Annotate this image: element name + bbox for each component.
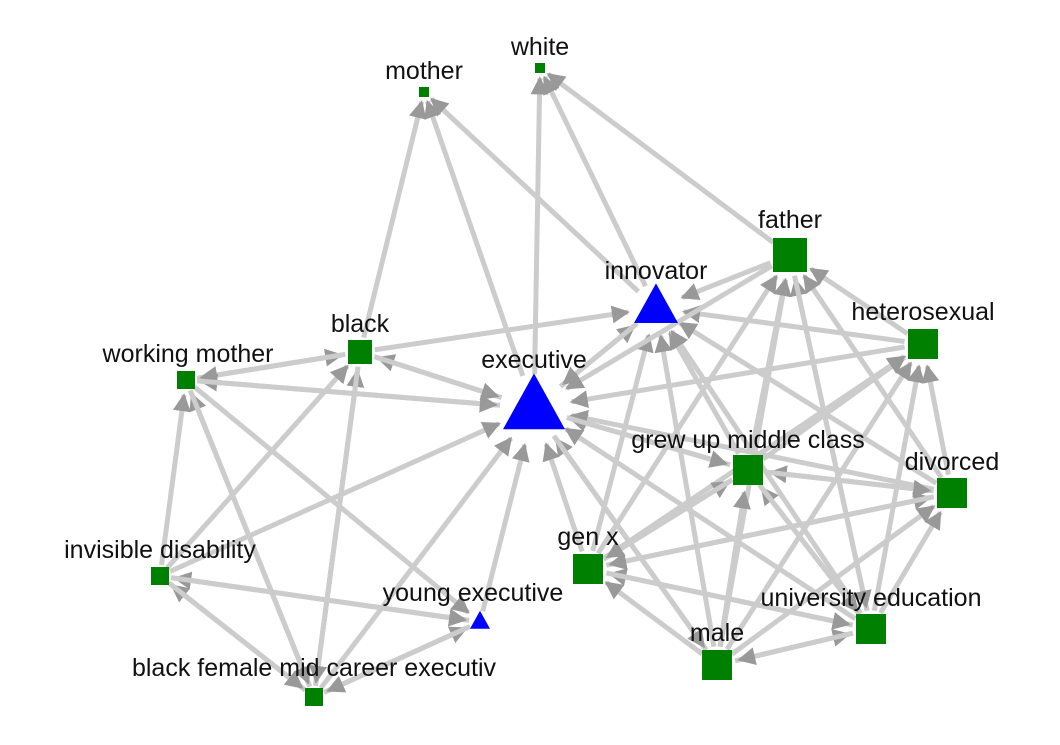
edge-grew-up-middle-class-to-university-education bbox=[757, 483, 860, 613]
edge-invisible-disability-to-working-mother bbox=[159, 393, 191, 566]
edge-male-to-heterosexual bbox=[724, 361, 913, 651]
edge-executive-to-white bbox=[530, 76, 549, 374]
edge-university-education-to-executive bbox=[564, 426, 857, 621]
edge-father-to-university-education bbox=[792, 275, 872, 609]
edge-father-to-white bbox=[546, 72, 775, 245]
node-label-executive: executive bbox=[481, 346, 587, 374]
node-label-father: father bbox=[758, 206, 822, 234]
edge-innovator-to-mother bbox=[429, 97, 641, 294]
edge-young-executive-to-black-female-mid-career-executiv bbox=[326, 624, 472, 694]
edge-working-mother-to-young-executive bbox=[193, 385, 470, 615]
edge-black-to-working-mother bbox=[199, 351, 346, 384]
edge-invisible-disability-to-black-female-mid-career-executiv bbox=[167, 580, 304, 690]
edge-executive-to-male bbox=[551, 434, 706, 649]
edge-black-female-mid-career-executiv-to-executive bbox=[318, 436, 513, 690]
edge-black-to-executive bbox=[373, 354, 500, 400]
node-divorced[interactable] bbox=[937, 478, 967, 508]
node-label-divorced: divorced bbox=[905, 448, 1000, 476]
edge-grew-up-middle-class-to-gen-x bbox=[605, 477, 734, 560]
node-invisible-disability[interactable] bbox=[151, 567, 169, 585]
node-white[interactable] bbox=[535, 63, 545, 73]
edge-divorced-to-innovator bbox=[678, 320, 938, 486]
node-innovator[interactable] bbox=[634, 283, 678, 323]
edge-executive-to-grew-up-middle-class bbox=[566, 415, 729, 468]
edge-heterosexual-to-innovator bbox=[682, 305, 905, 344]
node-label-male: male bbox=[690, 619, 744, 647]
node-label-mother: mother bbox=[385, 57, 463, 85]
node-gen-x[interactable] bbox=[573, 554, 603, 584]
node-label-black: black bbox=[331, 310, 390, 338]
edge-male-to-gen-x bbox=[604, 580, 704, 656]
node-label-invisible-disability: invisible disability bbox=[64, 536, 256, 564]
edge-divorced-to-heterosexual bbox=[921, 364, 951, 476]
node-label-young-executive: young executive bbox=[383, 579, 564, 607]
node-label-grew-up-middle-class: grew up middle class bbox=[631, 426, 864, 454]
edge-heterosexual-to-executive bbox=[569, 344, 906, 409]
edge-working-mother-to-executive bbox=[196, 378, 498, 413]
edge-university-education-to-male bbox=[737, 630, 854, 665]
node-mother[interactable] bbox=[419, 87, 429, 97]
node-label-black-female-mid-career-executiv: black female mid career executiv bbox=[132, 654, 497, 682]
edge-gen-x-to-father bbox=[595, 274, 779, 555]
node-label-innovator: innovator bbox=[605, 257, 708, 285]
edge-innovator-to-white bbox=[542, 75, 648, 288]
node-label-university-education: university education bbox=[761, 584, 982, 612]
edge-grew-up-middle-class-to-divorced bbox=[766, 469, 932, 498]
node-grew-up-middle-class[interactable] bbox=[733, 455, 763, 485]
nodes-layer bbox=[151, 63, 967, 706]
edge-gen-x-to-innovator bbox=[590, 333, 654, 552]
edge-invisible-disability-to-young-executive bbox=[170, 575, 467, 627]
node-university-education[interactable] bbox=[856, 614, 886, 644]
node-label-working-mother: working mother bbox=[102, 340, 274, 368]
node-heterosexual[interactable] bbox=[908, 329, 938, 359]
node-label-white: white bbox=[510, 33, 569, 61]
node-working-mother[interactable] bbox=[177, 371, 195, 389]
edge-working-mother-to-black-female-mid-career-executiv bbox=[187, 389, 311, 685]
edge-grew-up-middle-class-to-innovator bbox=[667, 330, 741, 456]
edge-invisible-disability-to-black bbox=[165, 364, 350, 570]
edge-divorced-to-gen-x bbox=[608, 494, 935, 570]
node-black[interactable] bbox=[348, 340, 372, 364]
node-father[interactable] bbox=[773, 238, 807, 272]
node-young-executive[interactable] bbox=[470, 610, 490, 629]
edge-black-to-innovator bbox=[374, 305, 630, 353]
edge-invisible-disability-to-executive bbox=[169, 421, 501, 574]
node-label-heterosexual: heterosexual bbox=[851, 298, 994, 326]
edge-heterosexual-to-father bbox=[809, 266, 909, 336]
edges-layer bbox=[159, 72, 951, 695]
edge-male-to-grew-up-middle-class bbox=[717, 490, 751, 647]
node-executive[interactable] bbox=[503, 373, 565, 430]
edge-father-to-innovator bbox=[680, 260, 772, 301]
edge-university-education-to-divorced bbox=[878, 510, 943, 615]
node-label-gen-x: gen x bbox=[557, 523, 619, 551]
edge-gen-x-to-university-education bbox=[605, 570, 851, 630]
edge-young-executive-to-executive bbox=[480, 443, 530, 612]
edge-black-to-black-female-mid-career-executiv bbox=[309, 366, 361, 684]
edge-gen-x-to-executive bbox=[542, 442, 585, 553]
edge-black-to-mother bbox=[361, 100, 427, 339]
labels-layer: mother white father innovator black heterosex… bbox=[64, 33, 999, 682]
node-male[interactable] bbox=[702, 650, 732, 680]
node-black-female-mid-career-executiv[interactable] bbox=[305, 688, 323, 706]
edge-father-to-executive bbox=[565, 263, 774, 391]
